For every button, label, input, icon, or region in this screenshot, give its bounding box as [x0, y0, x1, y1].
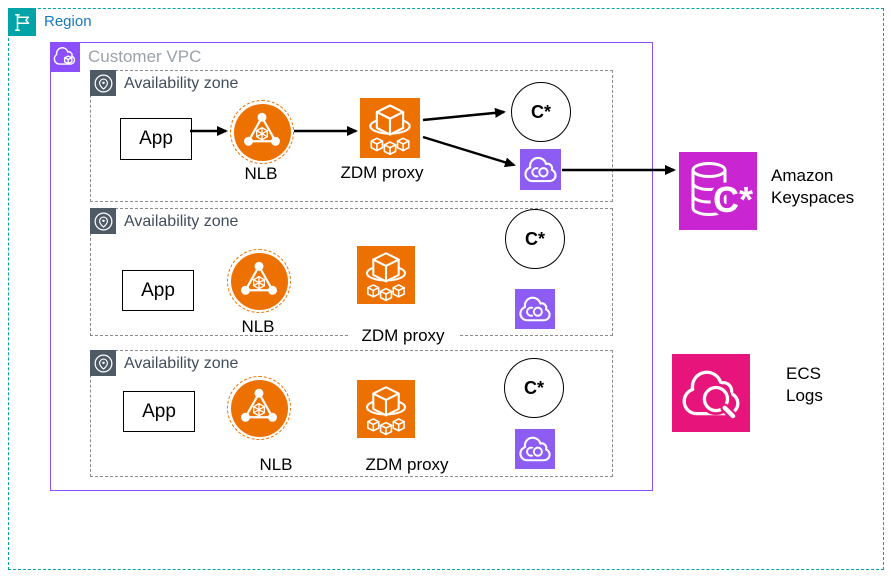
vpc-label: Customer VPC — [88, 47, 202, 66]
az2-label: Availability zone — [124, 213, 239, 230]
ecs-logs-label-line2: Logs — [786, 386, 823, 405]
az3-nlb-icon — [227, 376, 291, 440]
az3-boundary — [90, 350, 613, 477]
ecs-logs-icon — [672, 354, 750, 432]
ecs-logs-label-line1: ECS — [786, 364, 821, 383]
az1-cloud-link-icon — [520, 149, 561, 190]
region-boundary — [8, 8, 884, 570]
az1-nlb-label: NLB — [244, 164, 278, 183]
az2-zdm-proxy-icon — [357, 246, 415, 304]
az3-cassandra-node: C* — [504, 358, 564, 418]
az1-label: Availability zone — [124, 75, 239, 92]
amazon-keyspaces-label: Amazon Keyspaces — [771, 165, 854, 209]
az1-zdm-proxy-icon — [360, 98, 420, 158]
az3-zdm-proxy-icon — [357, 380, 415, 438]
keyspaces-cstar-glyph: C* — [713, 179, 753, 220]
az2-zdm-proxy-label: ZDM proxy — [348, 326, 458, 346]
vpc-cloud-icon — [50, 42, 80, 72]
az3-location-pin-icon — [90, 350, 116, 376]
az2-nlb-label: NLB — [241, 317, 275, 336]
az1-location-pin-icon — [90, 70, 116, 96]
az1-app-node: App — [120, 118, 192, 160]
az3-zdm-proxy-label: ZDM proxy — [365, 455, 449, 474]
az2-app-node: App — [122, 270, 194, 311]
amazon-keyspaces-label-line1: Amazon — [771, 166, 834, 185]
az3-nlb-label: NLB — [259, 455, 293, 474]
az2-location-pin-icon — [90, 208, 116, 234]
az1-boundary — [90, 70, 613, 202]
az3-cloud-link-icon — [515, 429, 555, 469]
vpc-boundary — [50, 42, 653, 491]
az1-nlb-icon — [230, 100, 294, 164]
az2-cassandra-node: C* — [505, 209, 565, 269]
region-flag-icon — [8, 8, 36, 36]
az3-label: Availability zone — [124, 355, 239, 372]
region-label: Region — [44, 13, 92, 30]
az2-nlb-icon — [227, 249, 291, 313]
az1-cassandra-node: C* — [511, 82, 571, 142]
az3-app-node: App — [123, 391, 195, 432]
amazon-keyspaces-label-line2: Keyspaces — [771, 188, 855, 207]
amazon-keyspaces-icon: C* — [679, 152, 757, 230]
az2-cloud-link-icon — [515, 289, 555, 329]
az1-zdm-proxy-label: ZDM proxy — [340, 163, 424, 182]
ecs-logs-label: ECS Logs — [786, 363, 823, 407]
